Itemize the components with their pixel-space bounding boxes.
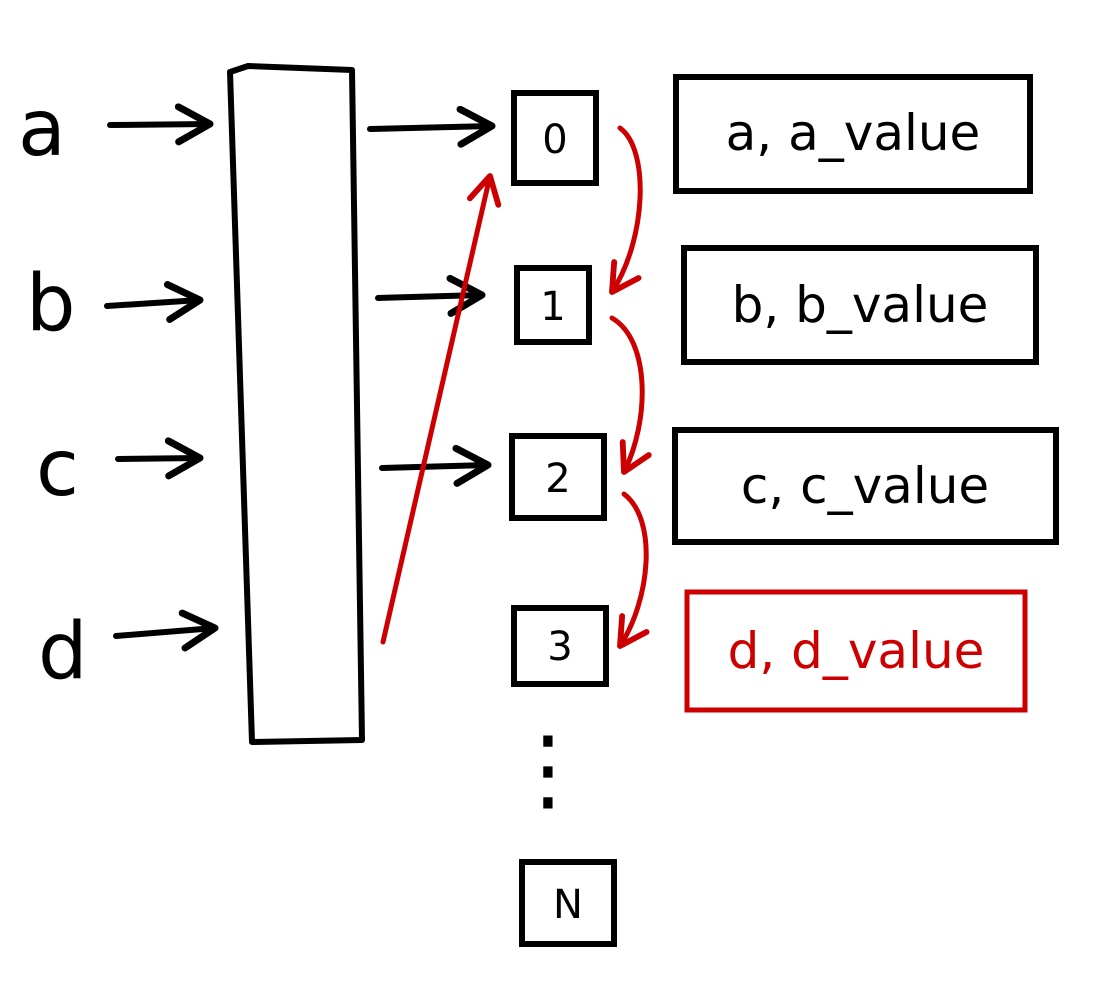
hash-function-box xyxy=(227,63,365,745)
key-b-to-hash-arrow xyxy=(104,281,204,323)
chain-arrow-2-to-3 xyxy=(617,491,650,649)
slot-ellipsis: ⋮ xyxy=(503,717,593,822)
slot-box-n xyxy=(519,859,617,947)
hash-to-slot-1-arrow xyxy=(375,274,486,317)
key-d-collision-arrow xyxy=(380,173,502,645)
entry-box-d xyxy=(684,589,1028,713)
slot-box-0 xyxy=(511,90,599,186)
hash-to-slot-0-arrow xyxy=(367,105,496,148)
entry-box-b xyxy=(681,245,1039,365)
slot-label-n: N xyxy=(553,882,583,928)
key-label-a: a xyxy=(18,84,66,174)
key-a-to-hash-arrow xyxy=(107,103,214,146)
entry-text-d: d, d_value xyxy=(728,622,985,680)
chain-arrow-0-to-1 xyxy=(609,125,643,295)
slot-box-1 xyxy=(514,265,592,345)
key-label-d: d xyxy=(38,607,88,697)
slot-box-2 xyxy=(509,433,607,521)
slot-label-2: 2 xyxy=(545,456,570,502)
entry-box-c xyxy=(672,427,1059,545)
key-c-to-hash-arrow xyxy=(115,437,204,480)
entry-box-a xyxy=(673,74,1033,194)
entry-text-c: c, c_value xyxy=(741,457,989,515)
key-label-c: c xyxy=(36,424,79,514)
slot-label-3: 3 xyxy=(547,624,572,670)
entry-text-b: b, b_value xyxy=(732,276,989,334)
key-d-to-hash-arrow xyxy=(113,609,219,652)
chain-arrow-1-to-2 xyxy=(609,315,652,475)
entry-text-a: a, a_value xyxy=(726,104,981,162)
hash-to-slot-2-arrow xyxy=(379,444,492,487)
slot-label-1: 1 xyxy=(540,284,565,330)
slot-box-3 xyxy=(511,605,609,687)
key-label-b: b xyxy=(26,259,76,349)
slot-label-0: 0 xyxy=(542,117,567,163)
